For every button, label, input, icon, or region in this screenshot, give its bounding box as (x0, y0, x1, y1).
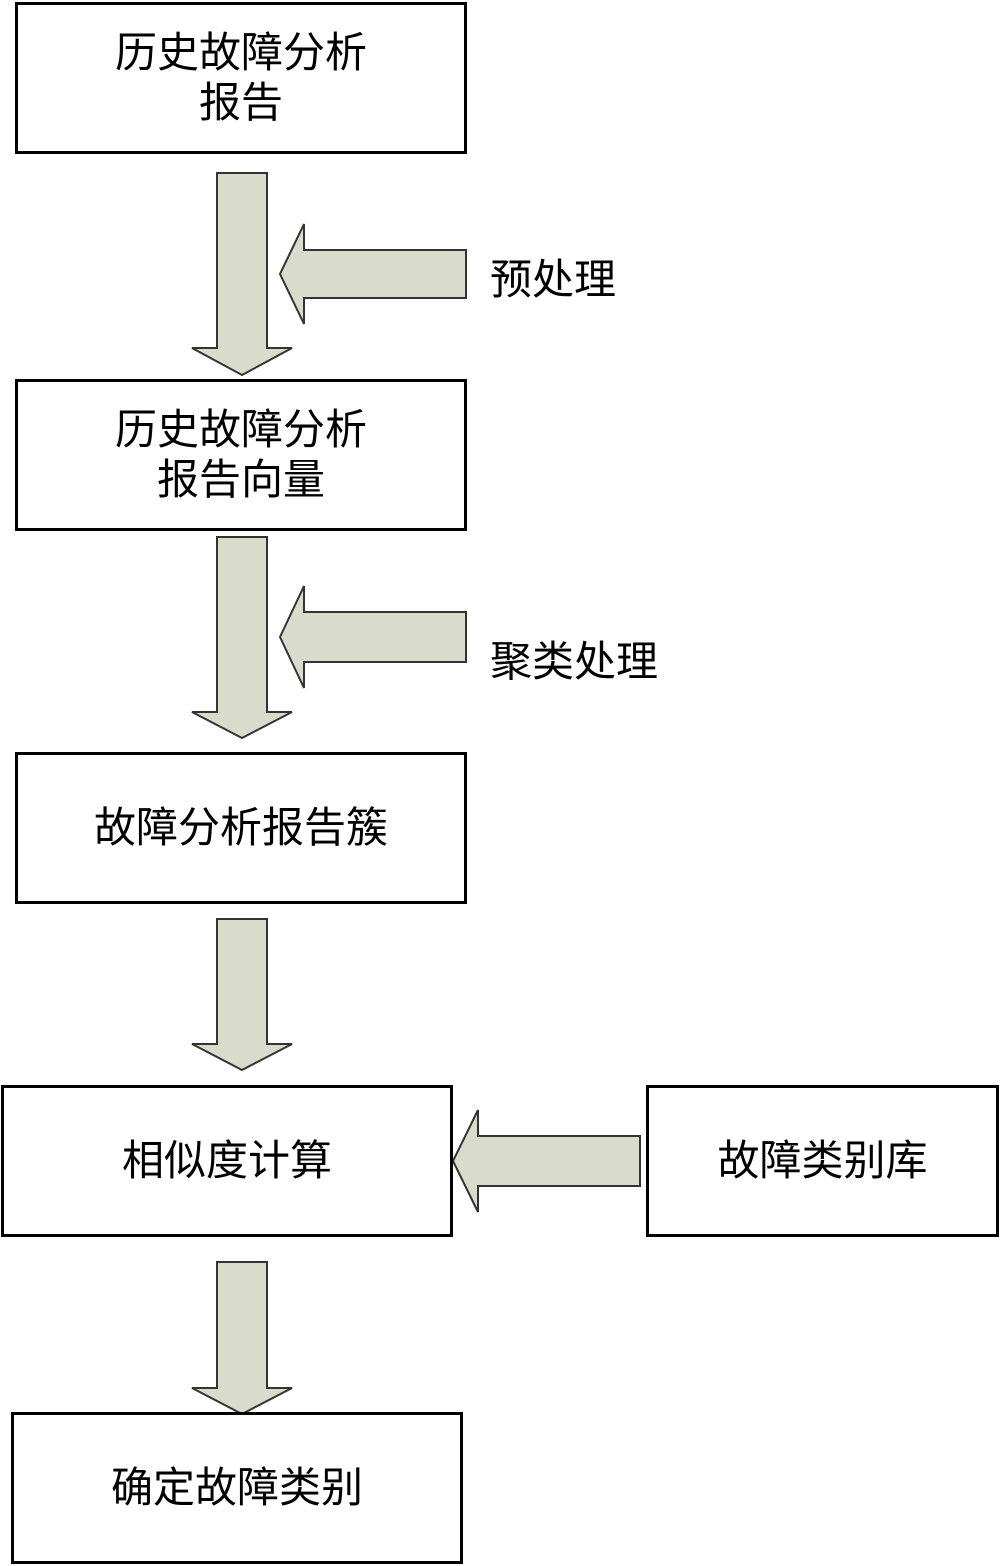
history-report-line-1: 历史故障分析 (114, 28, 367, 77)
report-cluster-label: 故障分析报告簇 (93, 803, 388, 852)
similarity-box: 相似度计算 (1, 1085, 453, 1237)
left-arrow-clustering (278, 585, 467, 689)
left-arrow-library (451, 1109, 641, 1213)
down-arrow-1 (191, 172, 293, 377)
down-arrow-2 (191, 536, 293, 740)
report-cluster-box: 故障分析报告簇 (15, 752, 467, 904)
fault-library-box: 故障类别库 (646, 1085, 999, 1237)
report-vector-box: 历史故障分析 报告向量 (15, 379, 467, 531)
history-report-box: 历史故障分析 报告 (15, 2, 467, 154)
fault-library-label: 故障类别库 (717, 1136, 928, 1185)
determine-category-box: 确定故障类别 (11, 1412, 463, 1564)
down-arrow-4 (191, 1261, 293, 1416)
report-vector-line-1: 历史故障分析 (114, 405, 367, 454)
clustering-label: 聚类处理 (490, 637, 659, 686)
left-arrow-preprocess (278, 223, 467, 325)
report-vector-line-2: 报告向量 (156, 455, 325, 504)
down-arrow-3 (191, 918, 293, 1072)
preprocess-label: 预处理 (490, 255, 617, 304)
history-report-line-2: 报告 (198, 78, 283, 127)
similarity-label: 相似度计算 (121, 1136, 332, 1185)
determine-category-label: 确定故障类别 (110, 1463, 363, 1512)
